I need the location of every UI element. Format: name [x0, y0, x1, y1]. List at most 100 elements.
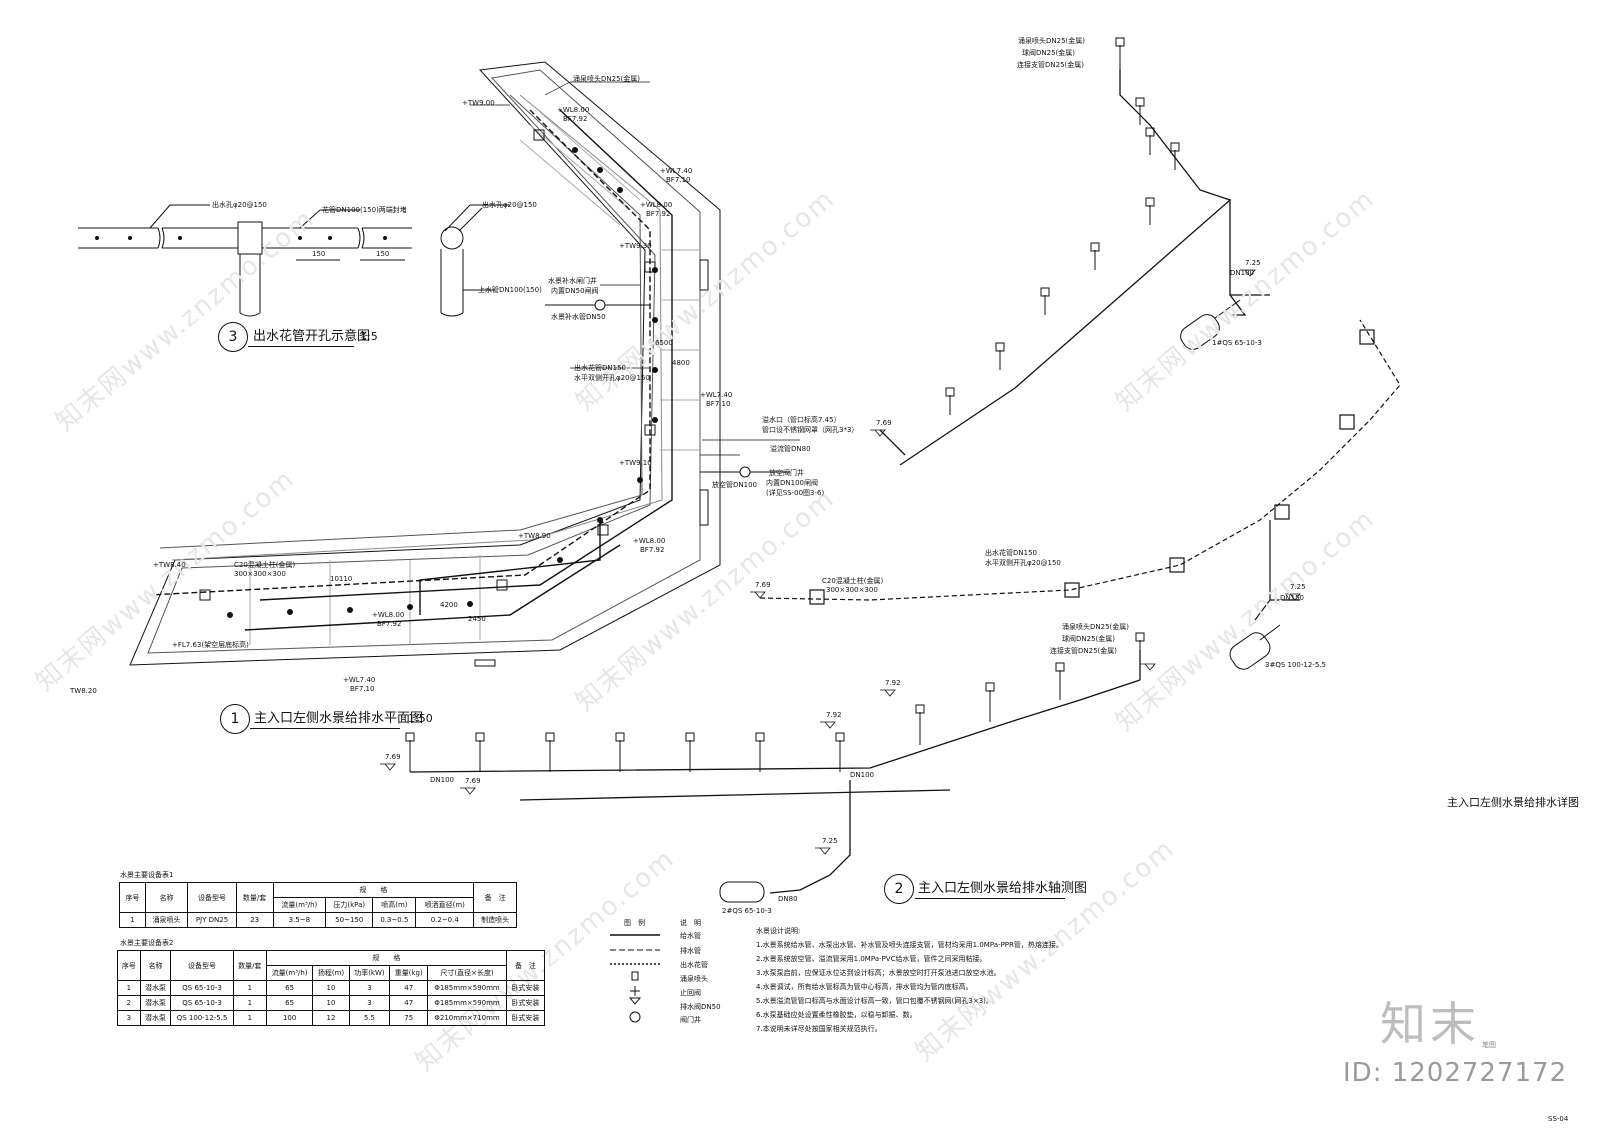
elev-tw910: +TW9.10 — [619, 459, 652, 467]
table-header: 规 格 — [272, 882, 475, 898]
table-cell: 潜水泵 — [139, 980, 172, 996]
elev-wl740: +WL7.40 — [343, 676, 376, 684]
table-cell: 潜水泵 — [139, 1010, 172, 1026]
detail3-scale: 1:5 — [360, 330, 378, 343]
table-cell: 3 — [348, 980, 391, 996]
legend-item: 排水管 — [680, 947, 701, 955]
table-header: 设备型号 — [187, 882, 237, 913]
flower3-label: 出水花管DN150 — [985, 549, 1037, 557]
table-cell: 47 — [389, 995, 429, 1011]
table-cell: Φ185mm×590mm — [427, 995, 507, 1011]
pump2-label: 2#QS 65-10-3 — [722, 907, 772, 915]
dn100-label: DN100 — [430, 776, 454, 784]
hoseA-label: 连接支管DN25(金属) — [1017, 61, 1084, 69]
table-row: 1 潜水泵 QS 65-10-3 1 65 10 3 47 Φ185mm×590… — [117, 980, 546, 996]
elev-792: 7.92 — [885, 679, 901, 687]
dim-150: 150 — [312, 250, 326, 258]
sheet-number: SS-04 — [1548, 1115, 1569, 1123]
view-number-3: 3 — [218, 322, 248, 352]
title-underline — [915, 898, 1065, 899]
nozzle-label: 涌泉喷头DN25(金属) — [573, 75, 640, 83]
table-cell: 1 — [232, 980, 267, 996]
post-label: C20混凝土柱(金属) — [234, 561, 296, 569]
title-underline — [248, 346, 354, 347]
iso-flower-pipe — [759, 319, 1401, 621]
table-cell: 制造喷头 — [473, 912, 517, 928]
equipment-table-2: 序号 名称 设备型号 数量/套 规 格 备 注 流量(m³/h) 扬程(m) 功… — [117, 950, 546, 1026]
dim-6500: 6500 — [655, 339, 673, 347]
nozzleA-label: 涌泉喷头DN25(金属) — [1018, 37, 1085, 45]
plan1-title: 主入口左侧水景给排水平面图 — [254, 711, 424, 726]
supply-label: 上水管DN100(150) — [478, 286, 542, 294]
elev-tw930: +TW9.30 — [619, 242, 652, 250]
elev-bf792: BF7.92 — [377, 620, 402, 628]
elev-725: 7.25 — [1245, 259, 1261, 267]
view-number-1: 1 — [220, 704, 250, 734]
elev-769: 7.69 — [465, 777, 481, 785]
iso-main-upper — [879, 70, 1270, 466]
sheet-title: 主入口左侧水景给排水详图 — [1447, 796, 1579, 809]
table-cell: 1 — [119, 912, 146, 928]
table-header: 喷洒直径(m) — [415, 897, 475, 913]
post-size: 300×300×300 — [234, 570, 286, 578]
table-cell: 10 — [312, 995, 350, 1011]
table-cell: 5.5 — [348, 1010, 391, 1026]
plan1-inlets — [199, 129, 790, 667]
table-header: 名称 — [139, 950, 172, 981]
iso-nozzles-upper — [945, 37, 1180, 415]
hoseB-label: 连接支管DN25(金属) — [1050, 647, 1117, 655]
drainvalve-label: 放空阀门井 — [769, 469, 804, 477]
elev-769: 7.69 — [755, 581, 771, 589]
dim-10110: 10110 — [330, 575, 353, 583]
plan1-pool-outline — [129, 61, 721, 666]
note-line: 2.水景系统放空管、溢流管采用1.0MPa-PVC给水管，管件之间采用粘接。 — [756, 955, 987, 963]
elev-725: 7.25 — [1290, 583, 1306, 591]
table-cell: QS 65-10-3 — [170, 995, 234, 1011]
iso-main-lower — [409, 650, 1141, 894]
table-row: 1 涌泉喷头 PJY DN25 23 3.5~8 50~150 0.3~0.5 … — [119, 912, 517, 928]
table-cell: 1 — [232, 995, 267, 1011]
table-cell: 23 — [235, 912, 274, 928]
elev-wl740: +WL7.40 — [700, 391, 733, 399]
overflow2-label: 管口设不锈钢网罩（网孔3*3） — [762, 426, 859, 434]
dim-150: 150 — [376, 250, 390, 258]
title-underline — [250, 728, 400, 729]
view-number-2: 2 — [884, 874, 914, 904]
dim-4200: 4200 — [440, 601, 458, 609]
equipment-table-1: 序号 名称 设备型号 数量/套 规 格 备 注 流量(m³/h) 压力(kPa)… — [119, 882, 517, 928]
legend-symbol-header: 图 例 — [624, 919, 645, 927]
valveB-label: 球阀DN25(金属) — [1062, 635, 1115, 643]
table-cell: 卧式安装 — [505, 1010, 546, 1026]
elev-wl800: +WL8.00 — [633, 537, 666, 545]
table-cell: 3 — [348, 995, 391, 1011]
note-line: 1.水景系统给水管、水泵出水管、补水管及喷头连接支管，管材均采用1.0MPa-P… — [756, 941, 1063, 949]
plan1-flower-pipe — [149, 109, 673, 631]
legend-item: 出水花管 — [680, 961, 708, 969]
note-line: 3.水泵泵启前，应保证水位达到设计标高；水景放空时打开泵池进口放空水池。 — [756, 969, 1001, 977]
supplyvalve-label: 水景补水闸门井 — [548, 277, 597, 285]
table-cell: 3 — [117, 1010, 141, 1026]
flower2-label: 水平双侧开孔φ20@150 — [574, 374, 650, 382]
elev-bf792: BF7.92 — [640, 546, 665, 554]
detail3-pipe-drawing — [78, 204, 510, 317]
elev-792: 7.92 — [826, 711, 842, 719]
flower4-label: 水平双侧开孔φ20@150 — [985, 559, 1061, 567]
elev-wl740: +WL7.40 — [660, 167, 693, 175]
table-header: 设备型号 — [170, 950, 234, 981]
elev-bf710: BF7.10 — [706, 400, 731, 408]
table-cell: 3.5~8 — [272, 912, 327, 928]
drainref-label: (详见SS-00图3-6) — [766, 489, 825, 497]
elev-bf792: BF7.92 — [646, 210, 671, 218]
post2-size: 300×300×300 — [826, 586, 878, 594]
table-cell: Φ185mm×590mm — [427, 980, 507, 996]
table-cell: 47 — [389, 980, 429, 996]
table-cell: 1 — [117, 980, 141, 996]
elev-wl800: +WL8.00 — [372, 611, 405, 619]
note-line: 6.水泵基础应处设置柔性橡胶垫，以稳与卸振、数。 — [756, 1011, 917, 1019]
plan1-leaders — [470, 81, 800, 456]
elev-bf792: BF7.92 — [563, 115, 588, 123]
dn100-label: DN100 — [850, 771, 874, 779]
table-header: 喷高(m) — [372, 897, 417, 913]
table1-caption: 水景主要设备表1 — [120, 871, 174, 879]
